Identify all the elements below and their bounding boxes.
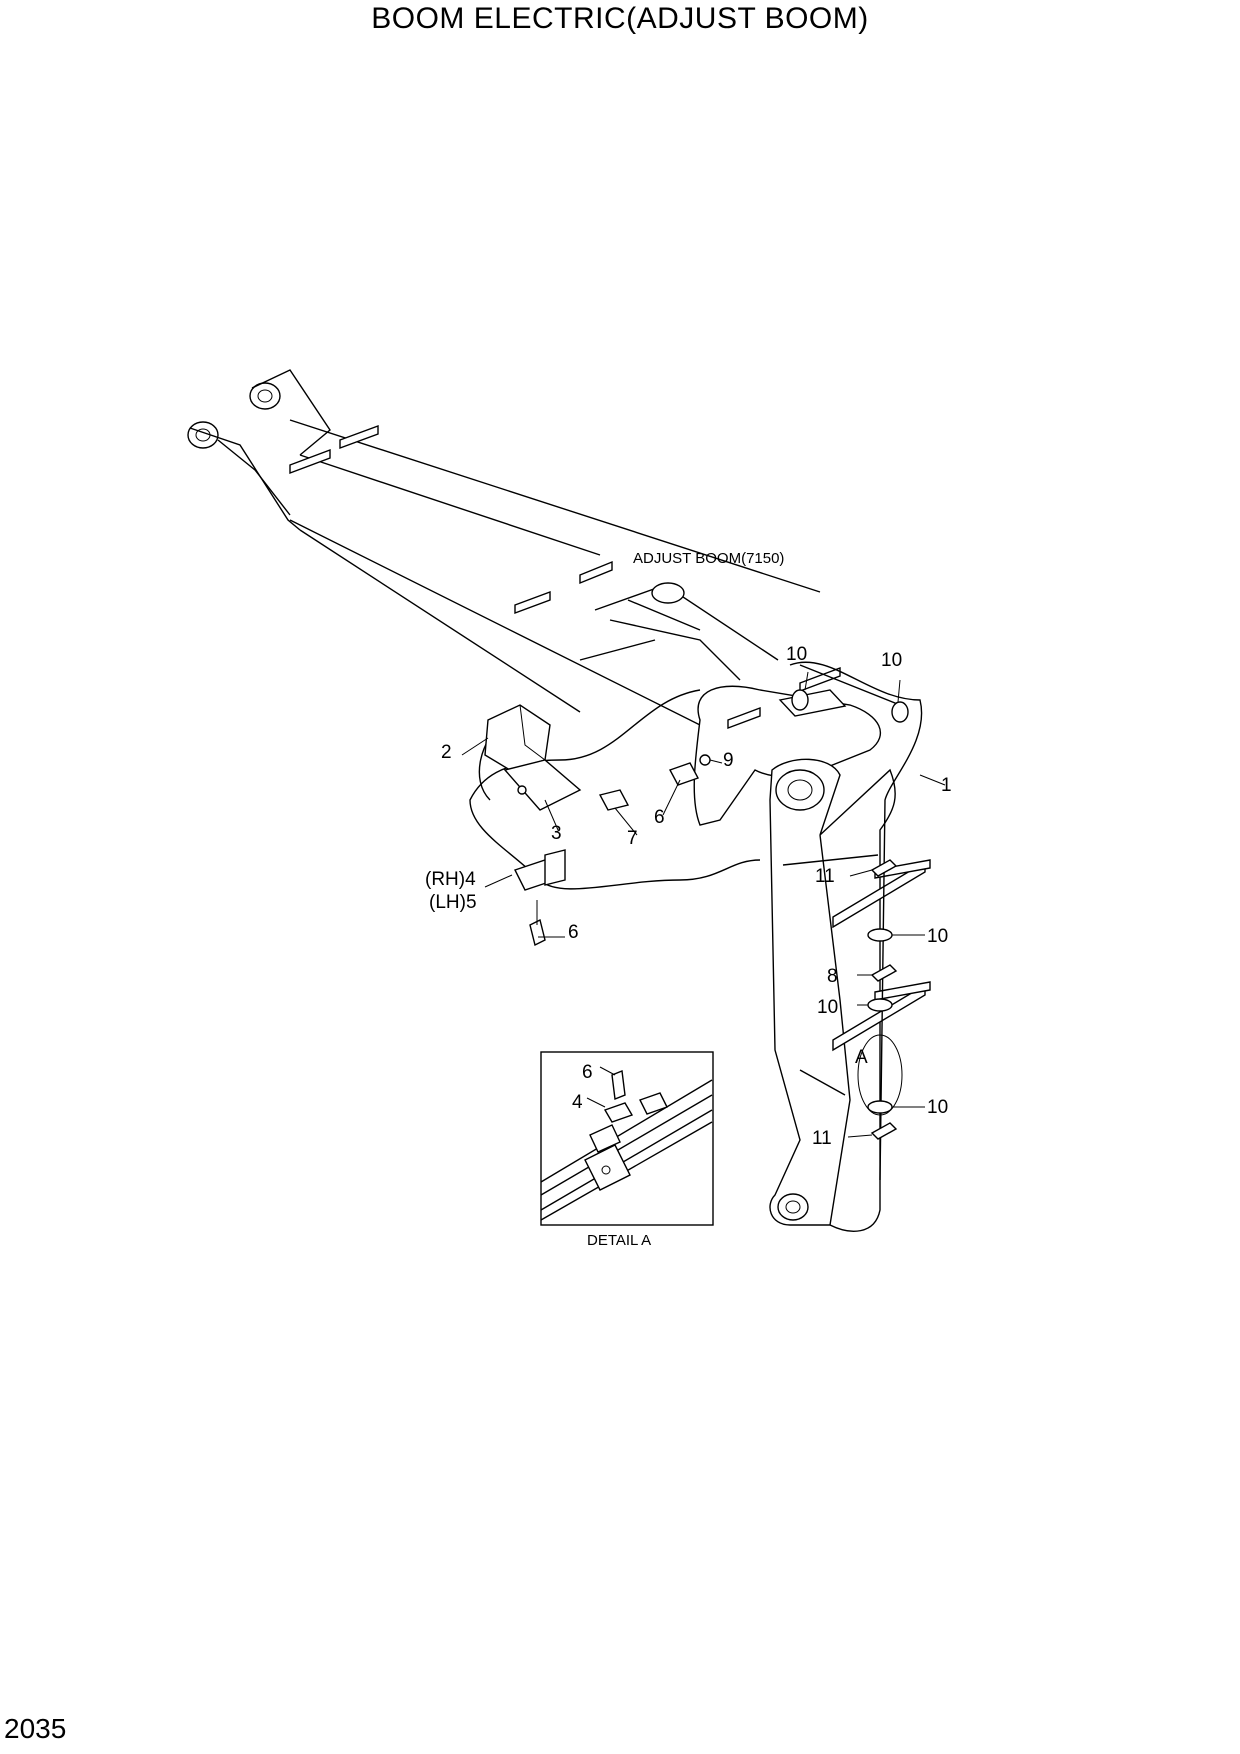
note-adjust-boom: ADJUST BOOM(7150) — [633, 550, 784, 567]
clip-8 — [870, 964, 898, 982]
leader-lines — [461, 671, 946, 1138]
boom-plate-tabs — [289, 424, 613, 615]
callout-10-mid-b: 10 — [817, 997, 838, 1018]
clamp-10-e — [867, 1100, 893, 1114]
callout-3: 3 — [551, 823, 562, 844]
boom-foot-eye — [777, 1193, 809, 1221]
end-pivot-eye — [187, 421, 219, 449]
callout-rh-4: (RH)4 — [425, 869, 476, 890]
detail-ref-a: A — [855, 1047, 868, 1068]
callout-8: 8 — [827, 966, 838, 987]
boom-upper-eye — [775, 769, 825, 811]
callout-lh-5: (LH)5 — [429, 892, 477, 913]
detail-connector — [589, 1124, 621, 1153]
lower-boom — [769, 758, 931, 1232]
screw-9 — [699, 754, 711, 766]
clamps — [791, 689, 909, 1140]
detail-bolt-6 — [611, 1070, 626, 1100]
callout-7: 7 — [627, 828, 638, 849]
bolt-6-upper — [668, 762, 700, 786]
bolt-7 — [598, 789, 630, 811]
callout-10-top-a: 10 — [786, 644, 807, 665]
top-pivot-eye — [249, 382, 281, 410]
callout-10-low: 10 — [927, 1097, 948, 1118]
callout-6-upper: 6 — [654, 807, 665, 828]
page-number: 2035 — [4, 1713, 67, 1744]
callout-10-mid-a: 10 — [927, 926, 948, 947]
callout-6-lower: 6 — [568, 922, 579, 943]
callout-1: 1 — [941, 775, 952, 796]
upper-boom — [187, 369, 821, 736]
detail-a-frame — [540, 1051, 714, 1226]
clamp-10-b — [891, 701, 909, 723]
work-lamp-assembly — [484, 704, 711, 947]
callout-2: 2 — [441, 742, 452, 763]
clip-11-b — [870, 1122, 898, 1140]
work-lamp — [484, 704, 551, 771]
clamp-10-c — [867, 928, 893, 942]
callout-labels: ADJUST BOOM(7150) 10 10 1 2 3 (RH)4 (LH)… — [425, 550, 952, 1249]
detail-a-panel — [540, 1051, 714, 1226]
page-title: BOOM ELECTRIC(ADJUST BOOM) — [371, 2, 869, 35]
clamp-10-a — [791, 689, 809, 711]
callout-11-lower: 11 — [812, 1128, 832, 1149]
lamp-bracket — [503, 759, 582, 811]
clip-11-a — [870, 859, 898, 877]
detail-callout-4: 4 — [572, 1092, 583, 1113]
callout-11-upper: 11 — [815, 866, 835, 887]
detail-callout-6: 6 — [582, 1062, 593, 1083]
clamp-10-d — [867, 998, 893, 1012]
callout-9: 9 — [723, 750, 734, 771]
detail-bracket — [584, 1144, 631, 1191]
detail-clip-4 — [603, 1102, 634, 1123]
callout-10-top-b: 10 — [881, 650, 902, 671]
detail-caption: DETAIL A — [587, 1232, 651, 1249]
